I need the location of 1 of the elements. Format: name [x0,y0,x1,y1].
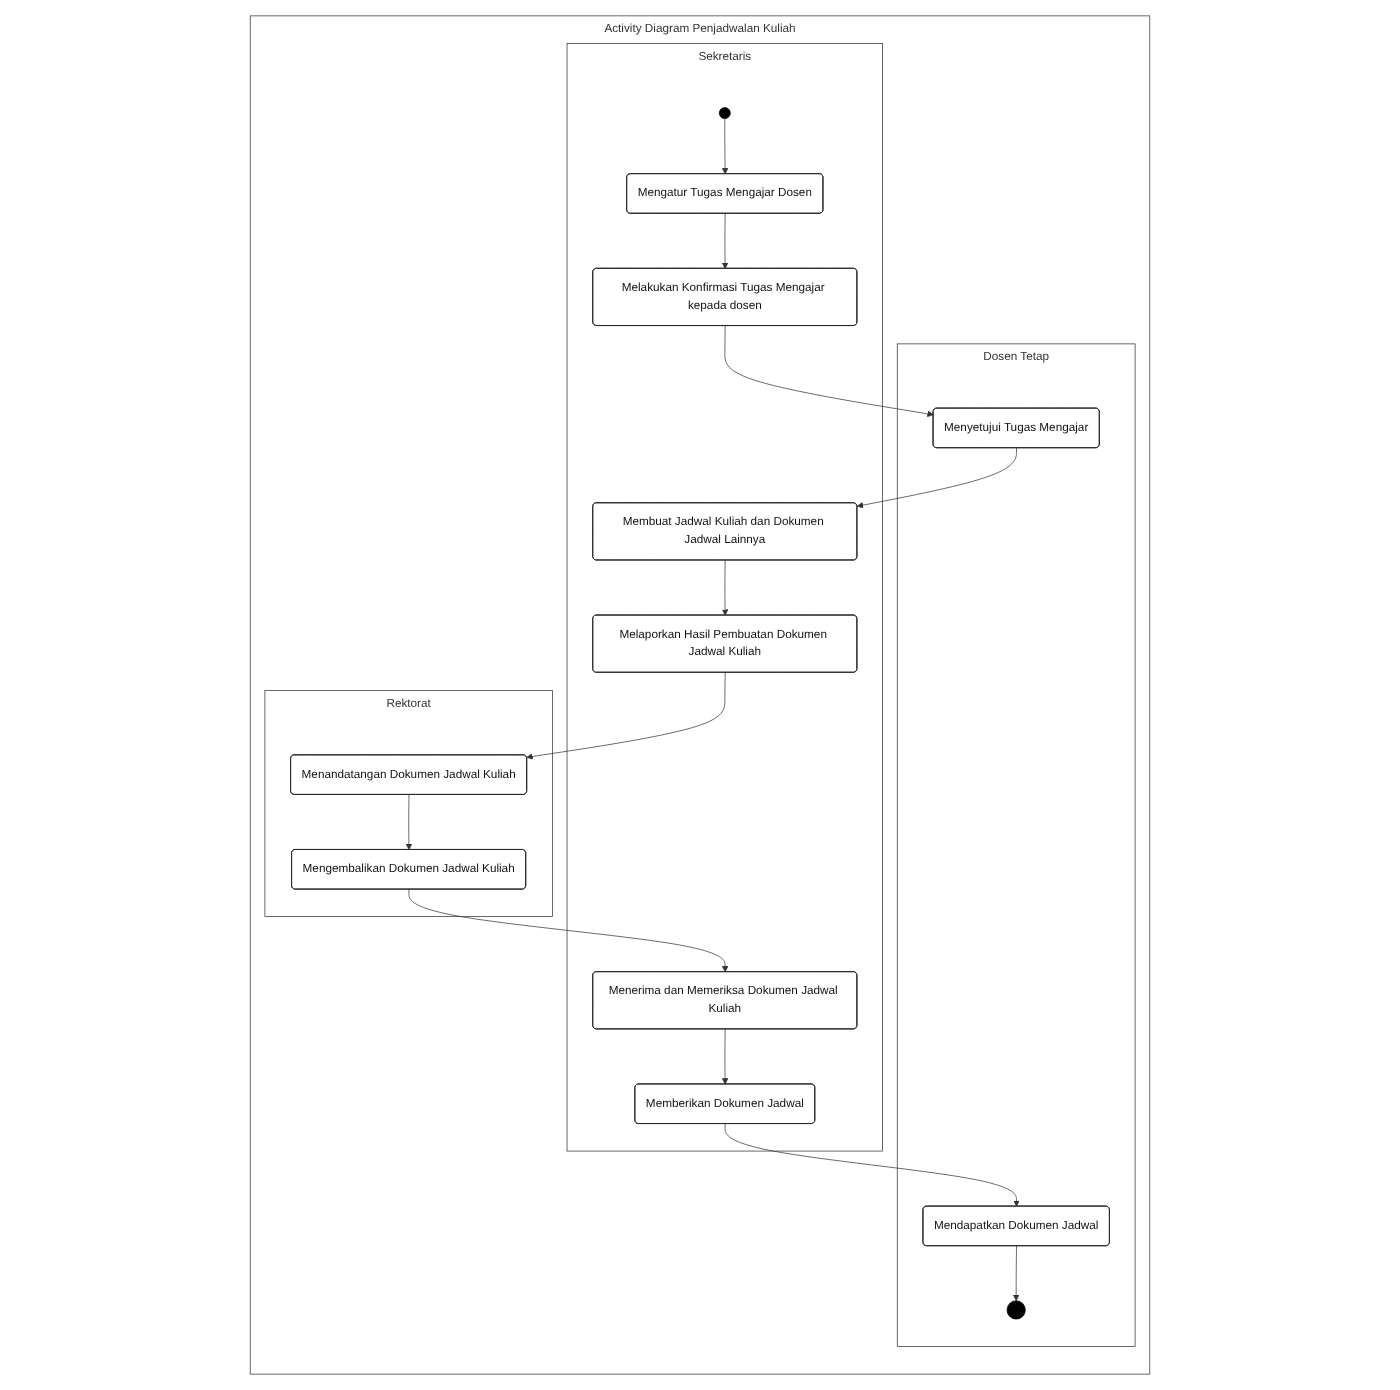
node-circle [718,107,731,119]
